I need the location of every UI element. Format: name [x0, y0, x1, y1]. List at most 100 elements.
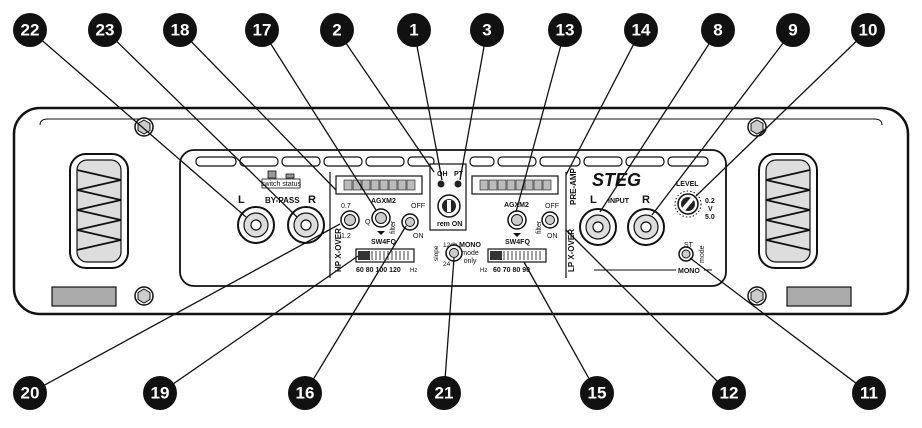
screw-bottom-right — [747, 286, 767, 306]
callout-number-10: 10 — [859, 21, 878, 40]
callout-marker-11: 11 — [852, 376, 886, 410]
mode-label: mode — [699, 245, 706, 263]
callout-number-12: 12 — [720, 384, 739, 403]
callout-number-11: 11 — [860, 384, 878, 403]
callout-marker-23: 23 — [88, 13, 122, 47]
callout-leader-lines — [29, 29, 870, 394]
lp-filter-switch[interactable] — [541, 211, 559, 229]
level-min-label: 0.2 — [705, 198, 715, 205]
callout-number-13: 13 — [556, 21, 575, 40]
hp-frequency-slider[interactable] — [355, 248, 415, 263]
pre-amp-label: PRE-AMP — [569, 167, 578, 205]
sw4fq-left-label: SW4FQ — [371, 239, 396, 246]
callout-marker-16: 16 — [288, 376, 322, 410]
screw-top-right — [747, 117, 767, 137]
hp-q-knob[interactable] — [340, 210, 360, 230]
callout-number-3: 3 — [482, 21, 491, 40]
agxm-left-label: AGXM2 — [371, 198, 396, 205]
hp-led-display — [335, 175, 423, 195]
callout-number-22: 22 — [21, 21, 40, 40]
st-label: ST — [684, 242, 694, 249]
hz-right-label: Hz — [480, 268, 487, 274]
callout-number-23: 23 — [96, 21, 115, 40]
callout-marker-19: 19 — [143, 376, 177, 410]
callout-marker-9: 9 — [776, 13, 810, 47]
sw4fq-right-label: SW4FQ — [505, 239, 530, 246]
hp-agxm-knob[interactable] — [371, 208, 391, 235]
callout-marker-15: 15 — [580, 376, 614, 410]
callout-marker-2: 2 — [320, 13, 354, 47]
callout-marker-14: 14 — [624, 13, 658, 47]
switch-status-label: switch status — [261, 181, 302, 188]
off-left-label: OFF — [411, 203, 425, 210]
rem-on-label: rem ON — [437, 221, 462, 228]
callout-number-21: 21 — [435, 384, 454, 403]
callout-marker-21: 21 — [427, 376, 461, 410]
rem-on-knob[interactable] — [437, 194, 461, 218]
right-label-plate — [786, 286, 852, 307]
callout-number-20: 20 — [21, 384, 40, 403]
callout-number-17: 17 — [253, 21, 272, 40]
callout-number-16: 16 — [296, 384, 315, 403]
brand-logo: STEG — [592, 170, 641, 190]
callout-number-9: 9 — [788, 21, 797, 40]
callout-marker-17: 17 — [245, 13, 279, 47]
callout-number-8: 8 — [713, 21, 722, 40]
level-v-label: V — [708, 206, 713, 213]
slope-label: slope — [433, 245, 440, 261]
callout-marker-18: 18 — [163, 13, 197, 47]
pt-led — [454, 180, 462, 188]
mono-mode-only-line2: mode — [461, 250, 479, 257]
right-vent-grille — [758, 153, 818, 269]
callout-number-15: 15 — [588, 384, 607, 403]
mono-label: MONO — [678, 268, 700, 275]
hz-left-label: Hz — [410, 268, 417, 274]
input-left-rca-jack[interactable] — [579, 208, 617, 246]
bypass-right-label: R — [308, 194, 316, 206]
q-mark-label: Q — [365, 219, 371, 226]
lp-frequency-values: 60 70 80 90 — [493, 267, 530, 274]
callout-marker-8: 8 — [701, 13, 735, 47]
callout-number-14: 14 — [632, 21, 651, 40]
on-right-label: ON — [547, 233, 558, 240]
left-vent-grille — [69, 153, 129, 269]
lp-xover-label: LP X-OVER — [567, 229, 576, 272]
callout-number-2: 2 — [332, 21, 341, 40]
filter-right-label: filter — [536, 220, 543, 234]
bypass-left-rca-jack[interactable] — [237, 206, 275, 244]
callout-marker-22: 22 — [13, 13, 47, 47]
q-bottom-label: 1.2 — [341, 233, 351, 240]
off-right-label: OFF — [545, 203, 559, 210]
input-label: INPUT — [608, 198, 630, 205]
hp-xover-label: HP X-OVER — [334, 228, 343, 272]
lp-agxm-knob[interactable] — [507, 210, 527, 237]
on-left-label: ON — [413, 233, 424, 240]
level-max-label: 5.0 — [705, 214, 715, 221]
input-right-rca-jack[interactable] — [627, 208, 665, 246]
lp-led-display — [471, 175, 559, 195]
agxm-right-label: AGXM2 — [504, 202, 529, 209]
mono-mode-only-line3: only — [464, 258, 477, 265]
callout-marker-3: 3 — [470, 13, 504, 47]
callout-marker-12: 12 — [712, 376, 746, 410]
callout-number-1: 1 — [409, 21, 418, 40]
level-knob[interactable] — [674, 190, 702, 218]
q-top-label: 0.7 — [341, 203, 351, 210]
pt-led-label: PT — [454, 171, 464, 178]
input-left-label: L — [590, 194, 597, 206]
mono-mode-only-line1: MONO — [459, 242, 481, 249]
st-mono-mode-switch[interactable] — [678, 246, 694, 262]
bypass-label: BY-PASS — [265, 196, 300, 205]
bypass-left-label: L — [238, 194, 245, 206]
left-label-plate — [51, 286, 117, 307]
callout-number-18: 18 — [171, 21, 190, 40]
lp-frequency-slider[interactable] — [487, 248, 547, 263]
oh-led-label: OH — [437, 171, 448, 178]
bypass-right-rca-jack[interactable] — [287, 206, 325, 244]
oh-led — [437, 180, 445, 188]
bypass-switch-status-icons — [261, 170, 301, 189]
callout-number-19: 19 — [151, 384, 170, 403]
callout-marker-10: 10 — [851, 13, 885, 47]
chassis-bevel — [39, 118, 883, 126]
